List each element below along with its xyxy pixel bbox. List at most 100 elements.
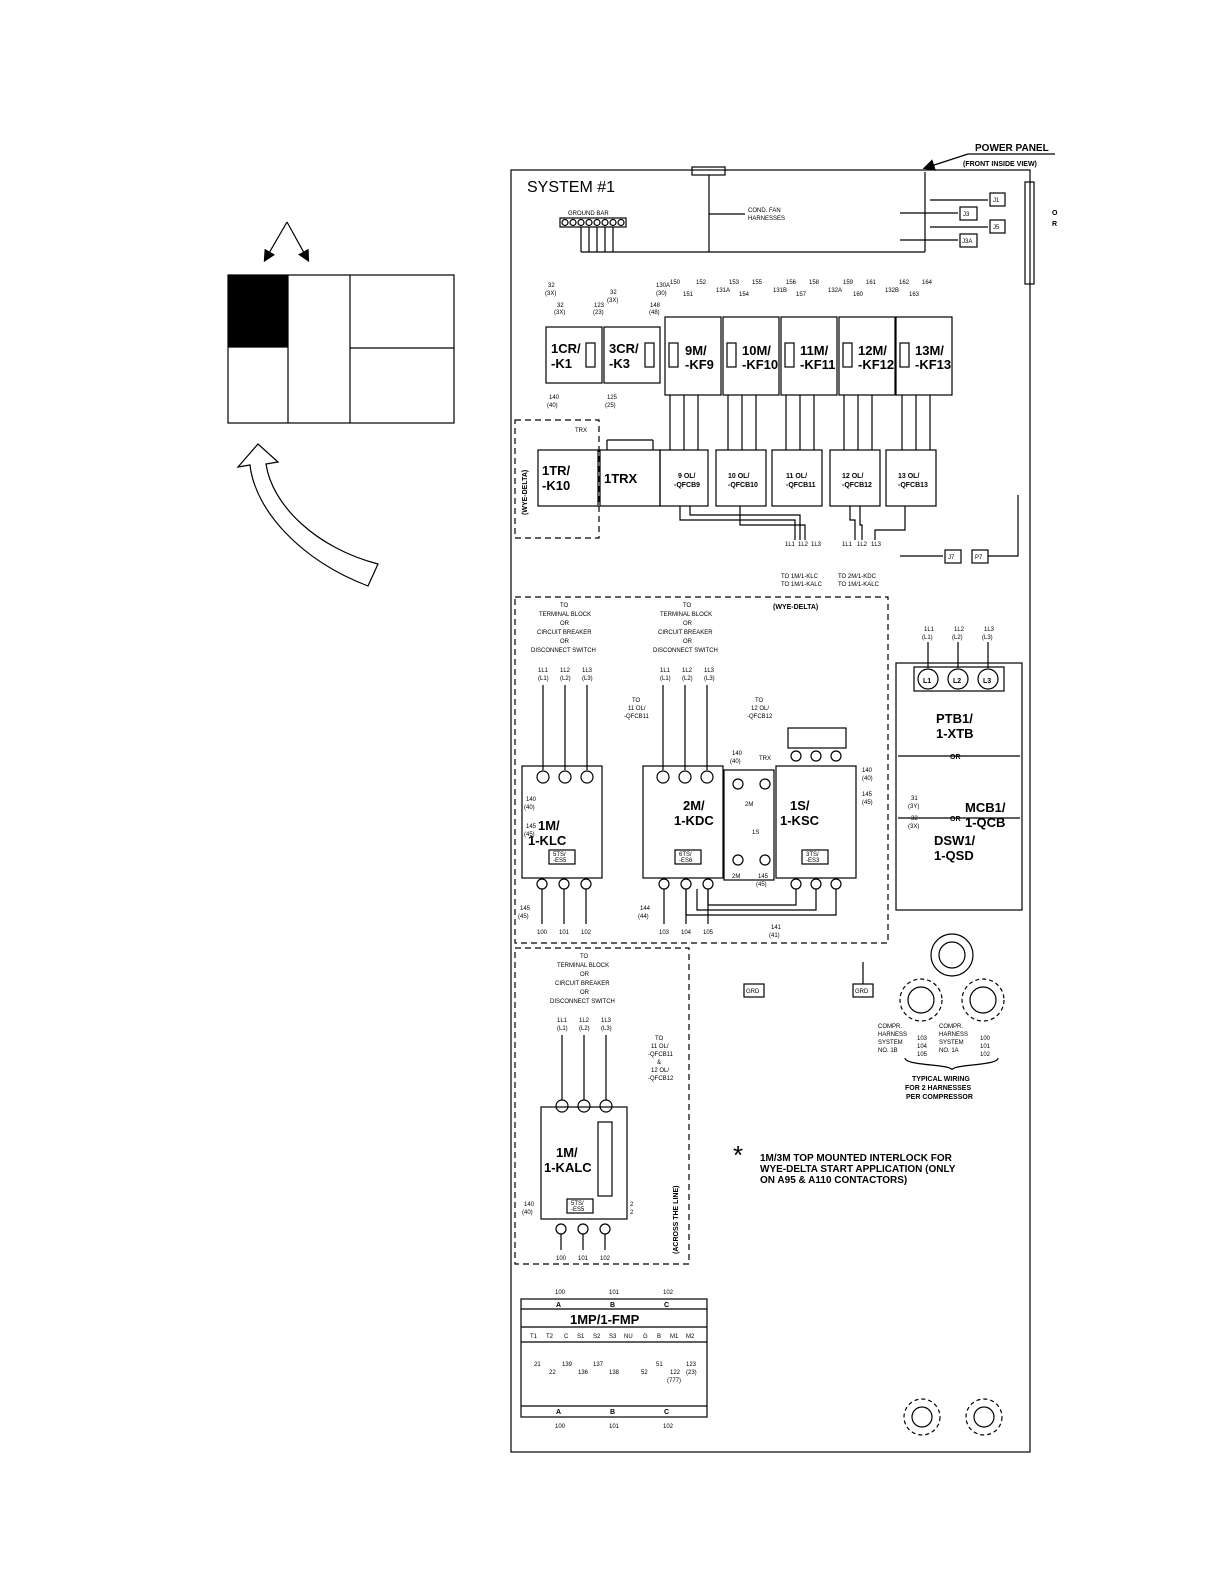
svg-text:SYSTEM: SYSTEM: [939, 1040, 964, 1046]
svg-text:OR: OR: [560, 621, 570, 627]
svg-text:122: 122: [670, 1370, 681, 1376]
svg-text:(40): (40): [522, 1210, 533, 1216]
svg-text:157: 157: [796, 292, 807, 298]
svg-text:DISCONNECT SWITCH: DISCONNECT SWITCH: [550, 999, 615, 1005]
svg-text:11 OL/: 11 OL/: [651, 1044, 669, 1050]
svg-text:WYE-DELTA START APPLICATION (O: WYE-DELTA START APPLICATION (ONLY: [760, 1164, 956, 1175]
svg-text:GRD: GRD: [746, 989, 760, 995]
svg-text:(3X): (3X): [545, 291, 556, 297]
svg-text:163: 163: [909, 292, 920, 298]
svg-text:(L1): (L1): [660, 676, 671, 682]
svg-text:-KF9: -KF9: [685, 357, 714, 372]
svg-text:-QFCB11: -QFCB11: [624, 714, 650, 720]
svg-text:TO 1M/1-KALC: TO 1M/1-KALC: [781, 582, 823, 588]
svg-text:TO: TO: [632, 698, 641, 704]
ol-output-wires: 1L1 1L2 1L3 1L1 1L2 1L3 TO 1M/1-KLC TO 1…: [679, 506, 906, 588]
wye-delta-section: (WYE-DELTA) TO TERMINAL BLOCK OR CIRCUIT…: [514, 596, 889, 944]
supply-block: 1L1 (L1) 1L2 (L2) 1L3 (L3) L1 L2 L3 PTB1…: [895, 627, 1023, 911]
svg-text:1-KDC: 1-KDC: [674, 813, 714, 828]
svg-text:137: 137: [593, 1362, 604, 1368]
svg-text:L1: L1: [923, 678, 931, 685]
fmp-title: 1MP/1-FMP: [570, 1312, 640, 1327]
svg-text:1L1: 1L1: [785, 542, 796, 548]
svg-text:32: 32: [548, 283, 555, 289]
svg-text:(45): (45): [756, 882, 767, 888]
svg-text:155: 155: [752, 280, 763, 286]
svg-text:103: 103: [917, 1036, 928, 1042]
svg-text:5TS/: 5TS/: [553, 852, 566, 858]
svg-text:1L3: 1L3: [601, 1018, 612, 1024]
locator-grid: [227, 274, 455, 424]
svg-text:(23): (23): [686, 1370, 697, 1376]
svg-text:T2: T2: [546, 1334, 554, 1340]
svg-text:145: 145: [758, 874, 769, 880]
svg-text:-QFCB13: -QFCB13: [898, 482, 928, 489]
svg-text:11 OL/: 11 OL/: [786, 473, 807, 480]
ptb-label: PTB1/: [936, 711, 973, 726]
svg-text:140: 140: [732, 751, 743, 757]
svg-text:1L1: 1L1: [660, 668, 671, 674]
svg-text:140: 140: [524, 1202, 535, 1208]
svg-text:-QFCB11: -QFCB11: [786, 482, 816, 489]
svg-text:1L3: 1L3: [871, 542, 882, 548]
svg-text:161: 161: [866, 280, 877, 286]
svg-text:102: 102: [663, 1290, 674, 1296]
svg-text:S1: S1: [577, 1334, 585, 1340]
svg-text:100: 100: [537, 930, 548, 936]
svg-text:-K1: -K1: [551, 356, 572, 371]
svg-text:(45): (45): [862, 800, 873, 806]
svg-text:COMPR.: COMPR.: [878, 1024, 902, 1030]
svg-text:156: 156: [786, 280, 797, 286]
svg-text:(23): (23): [593, 310, 604, 316]
svg-text:145: 145: [520, 906, 531, 912]
svg-text:NU: NU: [624, 1334, 633, 1340]
svg-text:TRX: TRX: [759, 756, 771, 762]
svg-text:1L1: 1L1: [538, 668, 549, 674]
svg-text:(L2): (L2): [560, 676, 571, 682]
svg-text:(L3): (L3): [704, 676, 715, 682]
svg-text:(777): (777): [667, 1378, 681, 1384]
svg-text:(40): (40): [524, 805, 535, 811]
panel-title-group: POWER PANEL (FRONT INSIDE VIEW) O R: [922, 143, 1058, 228]
j7-p7-connector: J7 P7: [900, 495, 1019, 564]
svg-text:OR: OR: [683, 621, 693, 627]
svg-text:(45): (45): [524, 832, 535, 838]
connector-j1: [989, 192, 1006, 207]
svg-text:13M/: 13M/: [915, 343, 944, 358]
svg-text:1-QSD: 1-QSD: [934, 848, 974, 863]
locator-arrows: [263, 221, 310, 263]
svg-text:102: 102: [581, 930, 592, 936]
svg-text:-ES5: -ES5: [571, 1207, 585, 1213]
svg-text:2: 2: [630, 1202, 634, 1208]
timer-box: (WYE-DELTA) 1TR/ -K10 TRX: [514, 419, 600, 539]
svg-text:140: 140: [526, 797, 537, 803]
note-star: *: [733, 1140, 743, 1170]
svg-text:(L2): (L2): [682, 676, 693, 682]
svg-text:148: 148: [650, 303, 661, 309]
svg-text:C: C: [664, 1302, 669, 1309]
svg-text:2M/: 2M/: [683, 798, 705, 813]
svg-text:1L2: 1L2: [682, 668, 693, 674]
svg-text:12 OL/: 12 OL/: [651, 1068, 669, 1074]
svg-text:100: 100: [555, 1290, 566, 1296]
harness-connectors: COMPR. HARNESS SYSTEM NO. 1B 103 104 105…: [878, 933, 1005, 1101]
svg-text:105: 105: [917, 1052, 928, 1058]
svg-text:1L2: 1L2: [954, 627, 965, 633]
mcb-label: MCB1/: [965, 800, 1006, 815]
svg-text:52: 52: [641, 1370, 648, 1376]
trx-relay: 1TRX: [599, 439, 661, 507]
svg-text:TO 1M/1-KALC: TO 1M/1-KALC: [838, 582, 880, 588]
svg-text:-KF12: -KF12: [858, 357, 894, 372]
ground-bar-label: GROUND BAR: [568, 211, 609, 217]
svg-text:-K3: -K3: [609, 356, 630, 371]
relay-1cr: 1CR/ -K1: [545, 326, 603, 384]
svg-text:(30): (30): [656, 291, 667, 297]
contactor-10m: 10M/ -KF10: [722, 316, 780, 396]
harnesses-label: HARNESSES: [748, 216, 785, 222]
svg-text:1L1: 1L1: [924, 627, 935, 633]
svg-text:(3X): (3X): [554, 310, 565, 316]
svg-text:3TS/: 3TS/: [806, 852, 819, 858]
svg-text:T1: T1: [530, 1334, 538, 1340]
svg-text:TO 1M/1-KLC: TO 1M/1-KLC: [781, 574, 819, 580]
svg-text:132B: 132B: [885, 288, 899, 294]
